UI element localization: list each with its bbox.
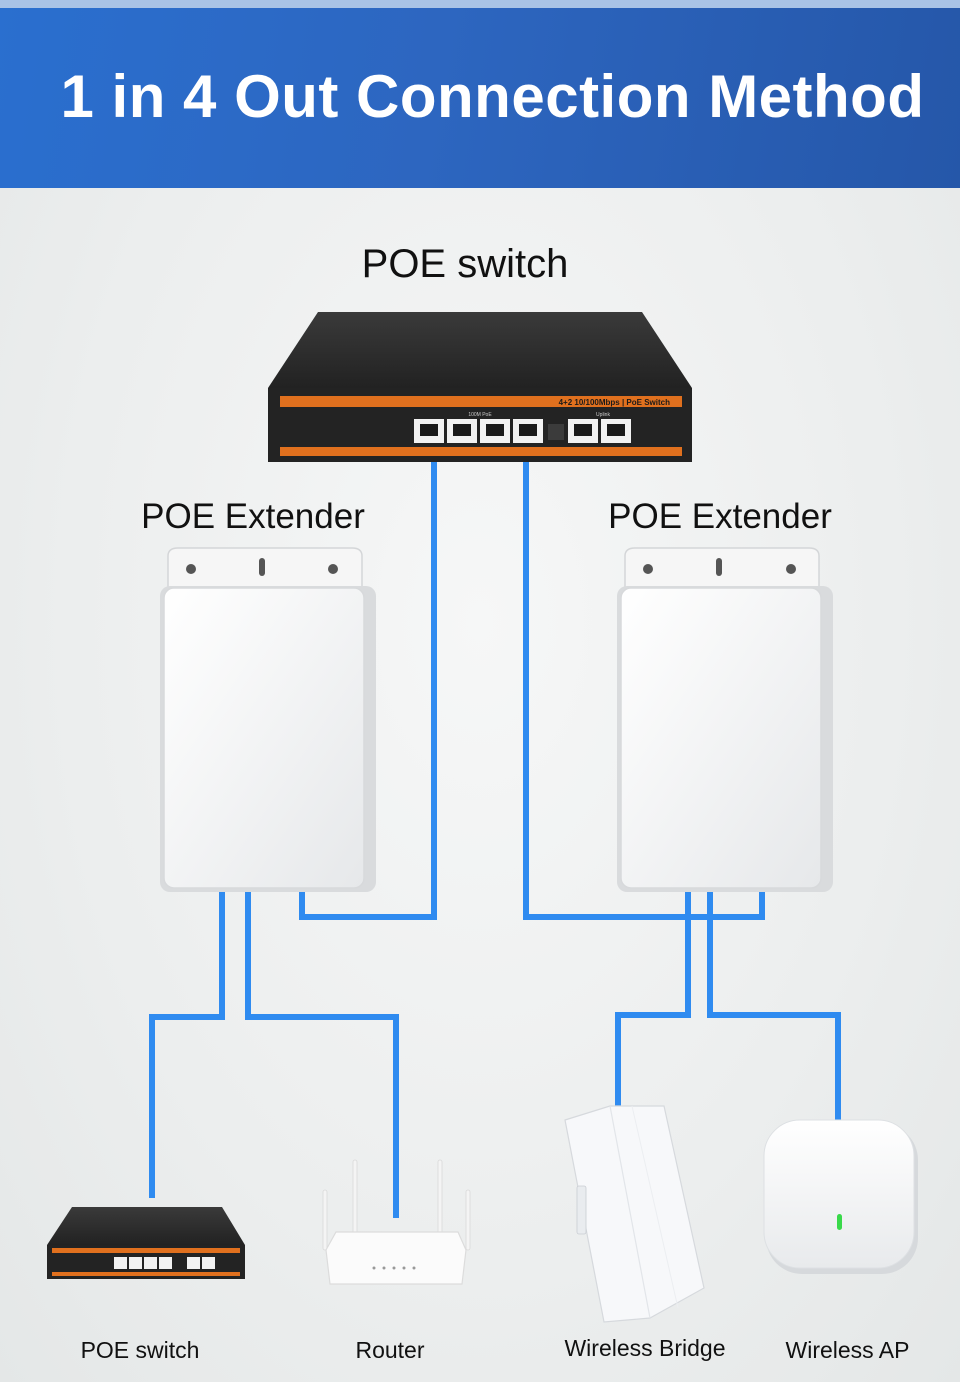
switch-poe-label: 100M PoE: [468, 412, 492, 418]
cable-right-extender-to-ap: [707, 892, 841, 1124]
right-poe-extender: [617, 547, 833, 892]
label-wireless-ap: Wireless AP: [785, 1337, 910, 1363]
router: [322, 1159, 471, 1285]
label-bottom-poe-switch: POE switch: [80, 1337, 200, 1363]
title-banner: 1 in 4 Out Connection Method: [0, 0, 960, 188]
label-top-poe-switch: POE switch: [361, 242, 569, 286]
wireless-bridge: [564, 1105, 705, 1323]
top-poe-switch: 4+2 10/100Mbps | PoE Switch 100M PoE Upl…: [268, 312, 692, 462]
switch-uplink-label: Uplink: [596, 412, 610, 418]
ethernet-cables: [149, 462, 841, 1218]
label-right-poe-extender: POE Extender: [608, 497, 832, 536]
cable-left-extender-to-poe-switch: [149, 892, 225, 1198]
status-led-icon: [837, 1214, 842, 1230]
label-left-poe-extender: POE Extender: [141, 497, 365, 536]
left-poe-extender: [160, 547, 376, 892]
cable-switch-to-left-extender: [299, 462, 437, 920]
label-router: Router: [355, 1337, 425, 1363]
cable-right-extender-to-bridge: [615, 892, 691, 1112]
bottom-poe-switch: [47, 1207, 245, 1279]
banner-top-line: [0, 0, 960, 8]
cable-left-extender-to-router: [245, 892, 399, 1218]
wireless-ap: [763, 1119, 918, 1274]
cable-switch-to-right-extender: [523, 462, 765, 920]
page-title: 1 in 4 Out Connection Method: [60, 63, 925, 130]
label-wireless-bridge: Wireless Bridge: [564, 1335, 726, 1361]
switch-model-text: 4+2 10/100Mbps | PoE Switch: [559, 398, 671, 407]
